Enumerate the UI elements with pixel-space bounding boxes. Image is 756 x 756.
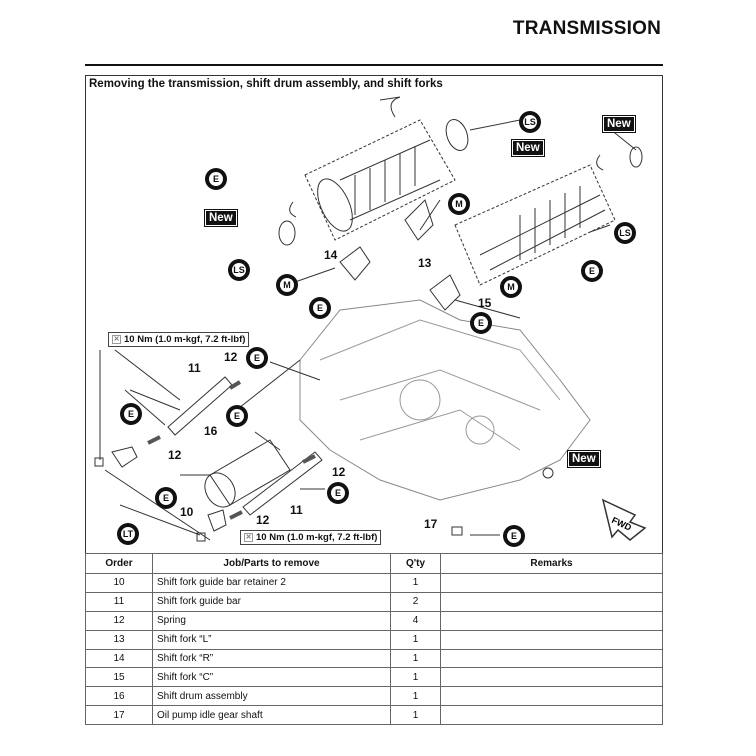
part-cell: Shift fork “C”: [152, 667, 391, 688]
order-cell: 17: [85, 705, 153, 726]
part-cell: Shift fork guide bar retainer 2: [152, 573, 391, 593]
callout-17: 17: [424, 517, 438, 531]
callout-15: 15: [478, 296, 492, 310]
part-cell: Shift fork guide bar: [152, 591, 391, 612]
engine-oil-icon: E: [246, 347, 268, 369]
moly-oil-icon: M: [276, 274, 298, 296]
qty-cell: 1: [390, 629, 441, 650]
table-header-row: Order Job/Parts to remove Q'ty Remarks: [85, 553, 663, 574]
wrench-icon: ✕: [244, 533, 253, 542]
torque-spec: ✕10 Nm (1.0 m-kgf, 7.2 ft-lbf): [240, 530, 382, 545]
new-badge: New: [511, 139, 545, 157]
remarks-cell: [440, 686, 663, 707]
remarks-cell: [440, 629, 663, 650]
fwd-arrow: [601, 498, 647, 541]
parts-table: Order Job/Parts to remove Q'ty Remarks 1…: [85, 553, 663, 726]
callout-13: 13: [418, 256, 432, 270]
callout-10: 10: [180, 505, 194, 519]
callout-11: 11: [290, 503, 303, 517]
remarks-cell: [440, 667, 663, 688]
new-badge: New: [204, 209, 238, 227]
page-title: TRANSMISSION: [512, 18, 661, 39]
locking-agent-icon: LT: [117, 523, 139, 545]
wrench-icon: ✕: [112, 335, 121, 344]
engine-oil-icon: E: [327, 482, 349, 504]
qty-cell: 1: [390, 648, 441, 669]
engine-oil-icon: E: [470, 312, 492, 334]
callout-14: 14: [324, 248, 338, 262]
callout-12: 12: [256, 513, 270, 527]
col-remarks: Remarks: [440, 553, 663, 574]
lithium-grease-icon: LS: [614, 222, 636, 244]
title-rule: [85, 64, 663, 66]
col-order: Order: [85, 553, 153, 574]
engine-oil-icon: E: [581, 260, 603, 282]
order-cell: 14: [85, 648, 153, 669]
callout-12: 12: [168, 448, 182, 462]
engine-oil-icon: E: [309, 297, 331, 319]
remarks-cell: [440, 591, 663, 612]
col-qty: Q'ty: [390, 553, 441, 574]
order-cell: 15: [85, 667, 153, 688]
callout-16: 16: [204, 424, 218, 438]
moly-oil-icon: M: [448, 193, 470, 215]
remarks-cell: [440, 573, 663, 593]
part-cell: Shift fork “R”: [152, 648, 391, 669]
torque-spec: ✕10 Nm (1.0 m-kgf, 7.2 ft-lbf): [108, 332, 250, 347]
new-badge: New: [567, 450, 601, 468]
engine-oil-icon: E: [503, 525, 525, 547]
moly-oil-icon: M: [500, 276, 522, 298]
crankcase: [299, 299, 591, 501]
fwd-label: FWD: [610, 515, 633, 533]
remarks-cell: [440, 705, 663, 726]
remarks-cell: [440, 648, 663, 669]
engine-oil-icon: E: [226, 405, 248, 427]
main-axle: [304, 119, 456, 241]
qty-cell: 1: [390, 705, 441, 726]
shift-drum: [209, 439, 291, 506]
part-cell: Shift drum assembly: [152, 686, 391, 707]
new-badge: New: [602, 115, 636, 133]
section-subtitle: Removing the transmission, shift drum as…: [89, 78, 443, 90]
col-job: Job/Parts to remove: [152, 553, 391, 574]
callout-11: 11: [188, 361, 201, 375]
lithium-grease-icon: LS: [519, 111, 541, 133]
remarks-cell: [440, 610, 663, 631]
callout-12: 12: [224, 350, 238, 364]
qty-cell: 1: [390, 667, 441, 688]
qty-cell: 1: [390, 686, 441, 707]
order-cell: 10: [85, 573, 153, 593]
engine-oil-icon: E: [205, 168, 227, 190]
order-cell: 16: [85, 686, 153, 707]
guide-bar-upper: [167, 376, 233, 436]
qty-cell: 2: [390, 591, 441, 612]
qty-cell: 1: [390, 573, 441, 593]
engine-oil-icon: E: [120, 403, 142, 425]
order-cell: 12: [85, 610, 153, 631]
part-cell: Oil pump idle gear shaft: [152, 705, 391, 726]
part-cell: Shift fork “L”: [152, 629, 391, 650]
order-cell: 11: [85, 591, 153, 612]
guide-bar-lower: [242, 451, 323, 516]
order-cell: 13: [85, 629, 153, 650]
callout-12: 12: [332, 465, 346, 479]
engine-oil-icon: E: [155, 487, 177, 509]
part-cell: Spring: [152, 610, 391, 631]
lithium-grease-icon: LS: [228, 259, 250, 281]
qty-cell: 4: [390, 610, 441, 631]
